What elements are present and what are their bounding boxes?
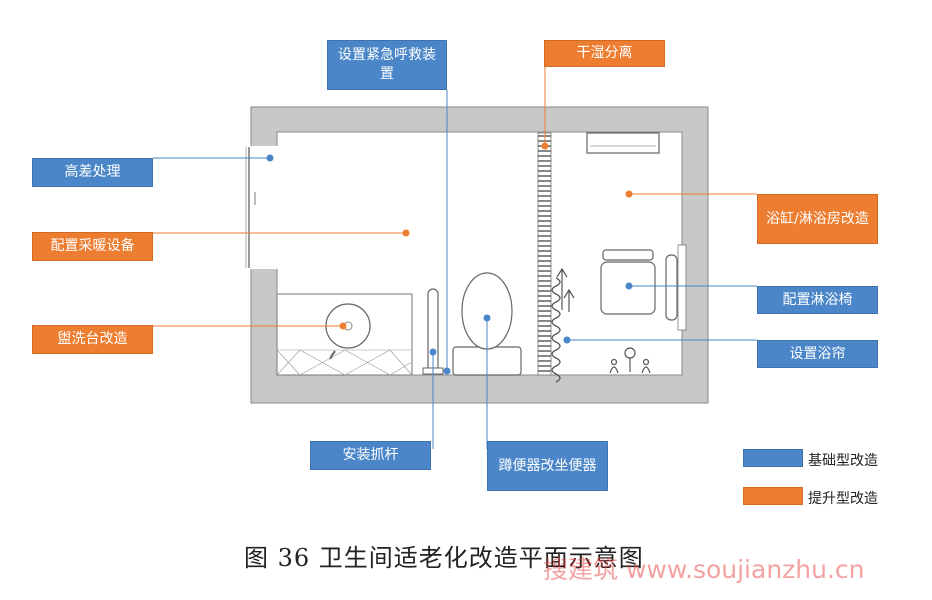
shower-faucets [609,347,651,374]
legend-label-upgrade: 提升型改造 [808,491,878,507]
shower-chair-back [602,249,654,261]
marker-caiuan [402,229,410,237]
watermark: 搜建筑 www.soujianzhu.cn [543,555,865,584]
marker-zhuagan [429,348,437,356]
marker-hujiu [443,367,451,375]
door-opening [248,146,278,269]
figure-caption: 图 36 卫生间适老化改造平面示意图 [244,544,644,572]
legend-label-basic: 基础型改造 [808,453,878,469]
label-washstand-renovation: 盥洗台改造 [32,325,153,354]
label-wet-dry-separation: 干湿分离 [544,40,665,67]
wet-dry-partition [537,132,552,376]
marker-ganshi [541,142,549,150]
wall-grab-rail [665,254,678,321]
marker-zuobian [483,314,491,322]
marker-xishoutai [339,322,347,330]
label-shower-curtain: 设置浴帘 [757,340,878,368]
label-grab-bar: 安装抓杆 [310,441,431,470]
label-shower-chair: 配置淋浴椅 [757,286,878,314]
marker-yugang [625,190,633,198]
label-emergency-call: 设置紧急呼救装置 [327,40,447,90]
label-squat-to-seat-toilet: 蹲便器改坐便器 [487,441,608,491]
marker-yulian [563,336,571,344]
legend-swatch-upgrade [743,487,803,505]
legend-swatch-basic [743,449,803,467]
label-bathtub-shower-room: 浴缸/淋浴房改造 [757,194,878,244]
shower-curtain [551,277,561,383]
marker-gaocha [266,154,274,162]
marker-linyuyi [625,282,633,290]
label-heating-equipment: 配置采暖设备 [32,232,153,261]
cabinet-hatch [276,349,413,376]
label-height-difference: 高差处理 [32,158,153,187]
bathtub-headrest [586,132,660,154]
